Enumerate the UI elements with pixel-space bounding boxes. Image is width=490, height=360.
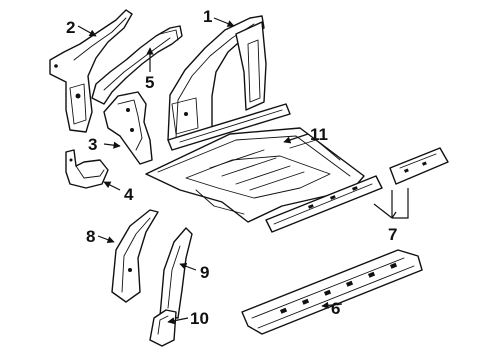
callout-6: 6 xyxy=(331,299,340,318)
part-3-hinge-pillar xyxy=(103,91,153,165)
part-11-floor-pan xyxy=(145,127,365,223)
part-7-rocker-reinforcement xyxy=(265,147,449,233)
part-8-b-pillar xyxy=(111,209,159,303)
part-4-bracket xyxy=(65,149,109,189)
callout-10: 10 xyxy=(190,309,209,328)
part-9-b-pillar-reinforcement xyxy=(159,227,193,319)
callout-8: 8 xyxy=(86,227,95,246)
callout-1: 1 xyxy=(203,7,212,26)
callout-3: 3 xyxy=(88,135,97,154)
part-10-lower-bracket xyxy=(149,309,177,347)
part-5-inner-pillar xyxy=(91,25,183,105)
leader-lines xyxy=(77,17,409,325)
callout-11: 11 xyxy=(310,125,328,144)
callout-7: 7 xyxy=(388,225,397,244)
callout-2: 2 xyxy=(66,18,75,37)
callout-4: 4 xyxy=(124,185,134,204)
callout-5: 5 xyxy=(145,73,154,92)
callout-9: 9 xyxy=(200,263,209,282)
part-6-rocker-panel xyxy=(241,249,423,335)
part-2-windshield-pillar xyxy=(49,9,133,133)
part-1-side-panel xyxy=(167,15,291,151)
